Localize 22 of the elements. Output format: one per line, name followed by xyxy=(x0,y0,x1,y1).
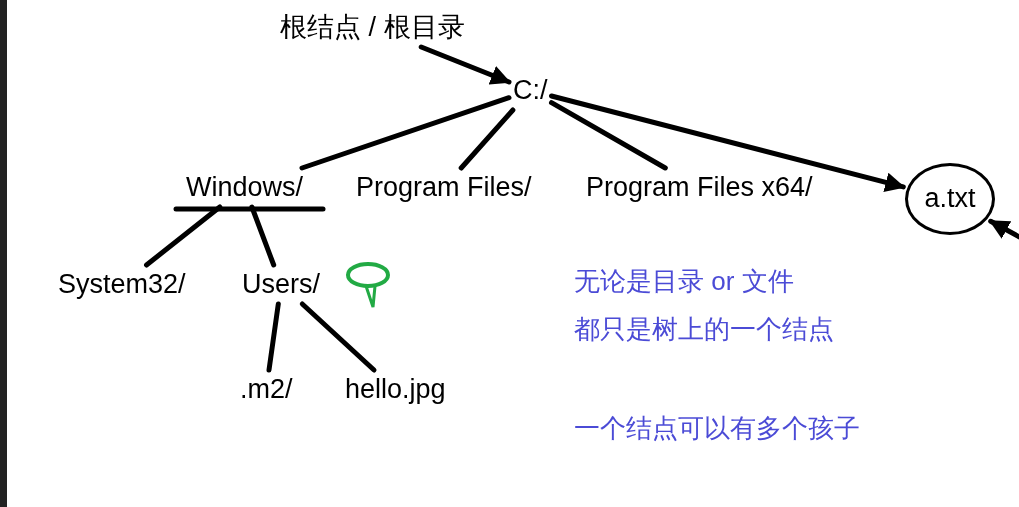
file-label: hello.jpg xyxy=(345,374,446,406)
folder-label: Users/ xyxy=(242,269,320,301)
tree-line xyxy=(549,100,668,171)
folder-label: Program Files x64/ xyxy=(586,172,813,204)
circled-file: a.txt xyxy=(905,163,995,235)
tree-line xyxy=(266,301,281,373)
folder-label: .m2/ xyxy=(240,374,293,406)
tree-line xyxy=(458,107,516,171)
tree-line xyxy=(299,301,377,373)
arrow xyxy=(549,93,906,193)
root-caption: 根结点 / 根目录 xyxy=(280,12,465,44)
note-text: 都只是树上的一个结点 xyxy=(574,315,834,345)
note-text: 无论是目录 or 文件 xyxy=(574,267,794,297)
tree-line xyxy=(144,204,223,268)
tree-line xyxy=(249,204,277,268)
arrow xyxy=(418,44,512,85)
folder-label: Windows/ xyxy=(186,172,304,204)
tree-line xyxy=(299,95,512,171)
folder-label: Program Files/ xyxy=(356,172,532,204)
folder-label: System32/ xyxy=(58,269,186,301)
folder-label: C:/ xyxy=(513,75,548,107)
note-text: 一个结点可以有多个孩子 xyxy=(574,414,860,444)
